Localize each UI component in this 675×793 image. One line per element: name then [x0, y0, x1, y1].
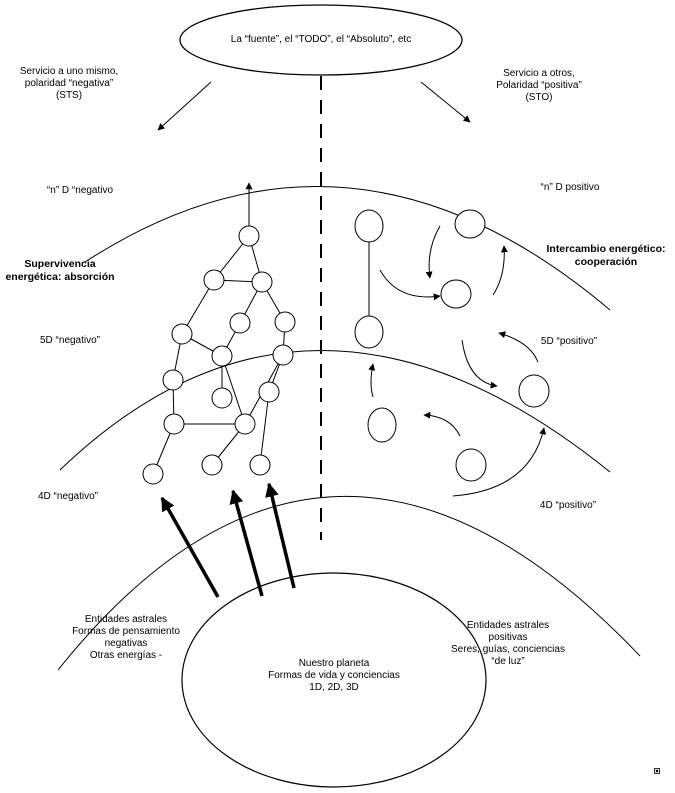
network-node [234, 413, 256, 435]
network-node [274, 311, 296, 333]
cooperation-node [354, 209, 384, 243]
5d-negative-label: 5D “negativo” [39, 335, 101, 346]
network-node [203, 269, 225, 291]
sts-line: polaridad “negativa” [24, 78, 114, 89]
sto-label: Servicio a otros, Polaridad “positiva” (… [474, 68, 604, 104]
corner-mark-icon [654, 768, 660, 774]
cooperation-label: Intercambio energético: cooperación [535, 243, 675, 269]
nd-positive-label: “n” D positivo [540, 182, 600, 193]
sts-line: Servicio a uno mismo, [19, 66, 119, 77]
5d-positive-label: 5D “positivo” [540, 336, 598, 347]
network-node [258, 381, 280, 403]
planet-line: 1D, 2D, 3D [309, 682, 359, 693]
sto-line: Polaridad “positiva” [496, 80, 582, 91]
cooperation-node [367, 407, 397, 443]
absorption-line: energética: absorción [5, 271, 115, 283]
source-oval [179, 4, 463, 76]
4d-negative-label: 4D “negativo” [37, 491, 99, 502]
negative-astral-label: Entidades astrales Formas de pensamiento… [56, 614, 196, 662]
sto-arrow [420, 81, 471, 123]
positive-nodes [354, 209, 550, 482]
planet-line: Formas de vida y conciencias [268, 670, 400, 681]
cooperation-line: cooperación [574, 256, 638, 268]
cooperation-node [354, 315, 384, 349]
planet-label: Nuestro planeta Formas de vida y concien… [244, 658, 424, 694]
thick-arrow-2 [229, 489, 264, 597]
cooperation-node [440, 279, 472, 309]
cooperation-node [454, 209, 486, 239]
network-node [272, 344, 294, 366]
network-node [249, 454, 271, 476]
network-node [238, 225, 260, 247]
negative-astral-line: Formas de pensamiento [72, 626, 180, 637]
negative-astral-line: Otras energías - [89, 650, 163, 661]
network-node [251, 271, 273, 293]
thick-arrow-1 [160, 496, 220, 598]
positive-flows [368, 225, 547, 497]
sts-line: (STS) [55, 90, 83, 101]
negative-nodes [142, 225, 296, 485]
sto-line: Servicio a otros, [503, 68, 575, 79]
nd-arc [84, 186, 611, 311]
sto-line: (STO) [525, 92, 553, 103]
network-node [201, 454, 223, 476]
cooperation-node [455, 448, 487, 482]
positive-astral-line: Seres, guías, conciencias [451, 644, 565, 655]
positive-astral-line: Entidades astrales [466, 620, 550, 631]
network-node [142, 463, 164, 485]
source-label: La “fuente”, el “TODO”, el “Absoluto”, e… [230, 34, 412, 45]
cooperation-line: Intercambio energético: [546, 243, 666, 255]
sts-arrow [157, 81, 212, 131]
positive-astral-line: “de luz” [491, 656, 525, 667]
network-node [162, 369, 184, 391]
cooperation-node [518, 374, 550, 408]
5d-arc [59, 350, 611, 473]
thick-arrow-3 [265, 482, 296, 589]
negative-astral-line: Entidades astrales [84, 614, 168, 625]
positive-astral-label: Entidades astrales positivas Seres, guía… [438, 620, 578, 668]
network-node [163, 413, 185, 435]
network-node [171, 323, 193, 345]
network-node [229, 312, 251, 334]
network-node [211, 387, 233, 409]
planet-line: Nuestro planeta [298, 658, 370, 669]
nd-negative-label: “n” D “negativo [46, 185, 114, 196]
4d-positive-label: 4D “positivo” [539, 500, 597, 511]
absorption-label: Supervivencia energética: absorción [0, 258, 120, 284]
negative-astral-line: negativas [104, 638, 148, 649]
positive-astral-line: positivas [488, 632, 528, 643]
absorption-line: Supervivencia [24, 258, 96, 270]
planet-arc [57, 495, 641, 671]
planet-oval [181, 572, 487, 788]
sts-label: Servicio a uno mismo, polaridad “negativ… [4, 66, 134, 102]
network-node [211, 345, 233, 367]
